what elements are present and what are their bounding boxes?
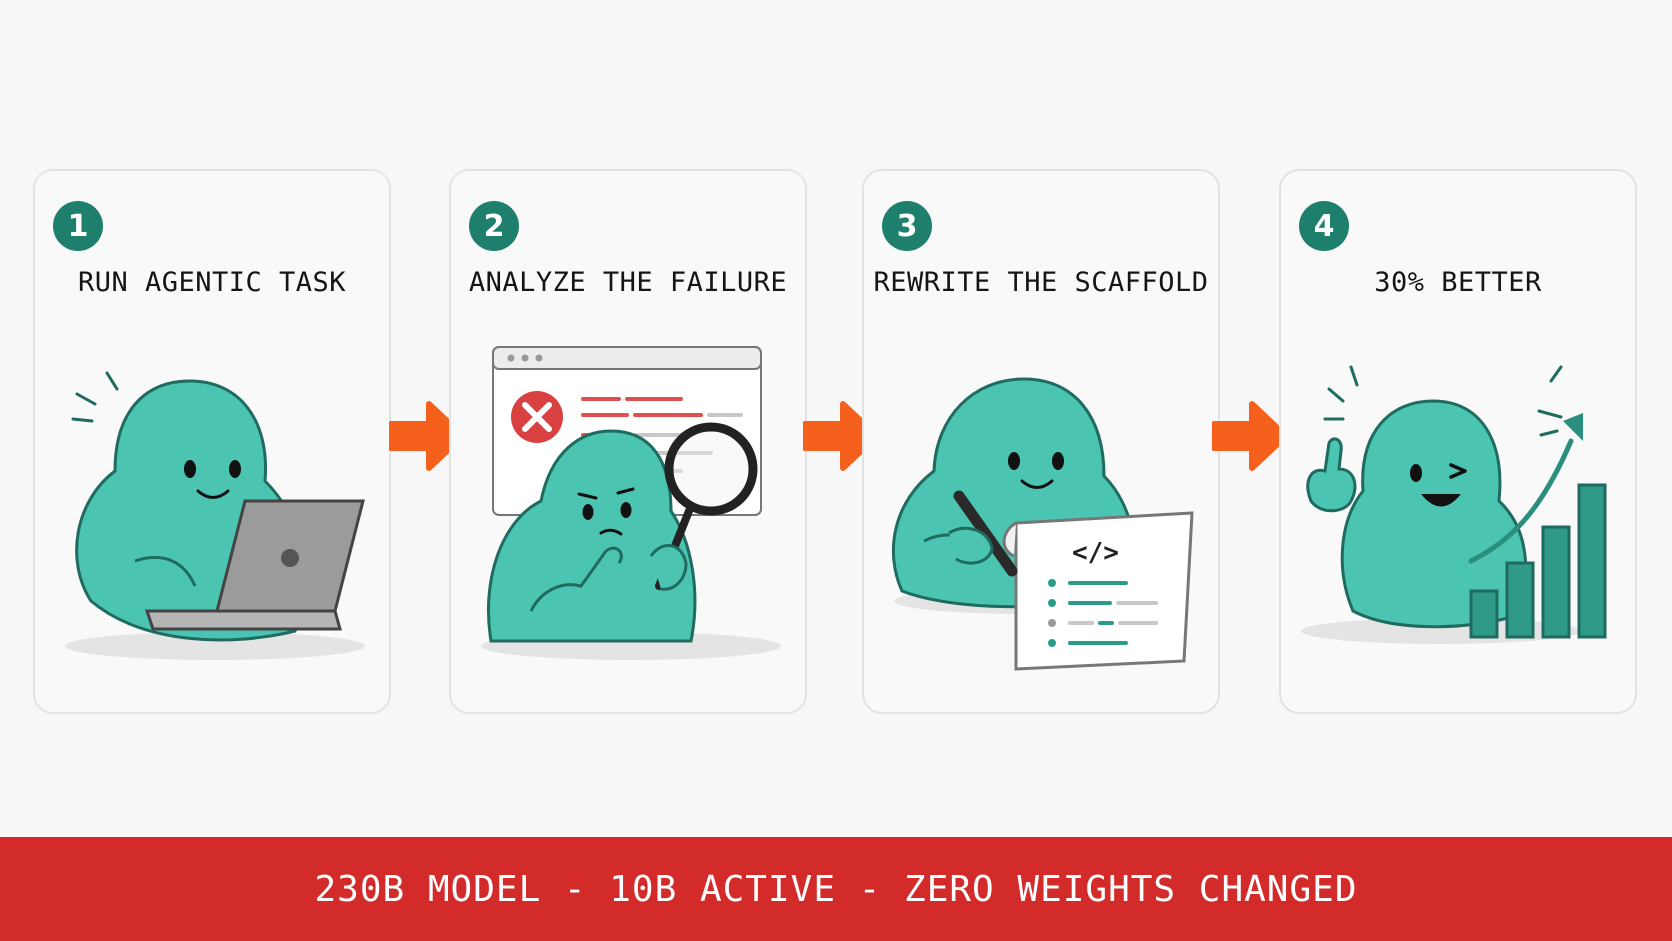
step-number-badge: 2 [469, 201, 519, 251]
arrow-right-icon [389, 401, 466, 471]
step-title: RUN AGENTIC TASK [77, 267, 347, 298]
arrow-right-icon [803, 401, 880, 471]
step-title: REWRITE THE SCAFFOLD [873, 267, 1209, 298]
step-card-2: 2 ANALYZE THE FAILURE [449, 169, 807, 714]
mascot-magnifier-illustration [481, 346, 781, 660]
step-title: ANALYZE THE FAILURE [468, 267, 788, 298]
step-number-badge: 3 [882, 201, 932, 251]
code-glyph: </> [1072, 538, 1119, 568]
mascot-laptop-illustration [65, 371, 365, 660]
footer-text: 230B MODEL - 10B ACTIVE - ZERO WEIGHTS C… [314, 868, 1358, 910]
step-card-4: 4 30% BETTER [1279, 169, 1637, 714]
step-number-badge: 1 [53, 201, 103, 251]
mascot-code-illustration: </> [891, 377, 1194, 671]
step-title: 30% BETTER [1374, 267, 1542, 298]
footer-banner: 230B MODEL - 10B ACTIVE - ZERO WEIGHTS C… [0, 837, 1672, 941]
step-number-badge: 4 [1299, 201, 1349, 251]
mascot-growth-chart-illustration [1301, 365, 1607, 644]
step-card-3: 3 REWRITE THE SCAFFOLD </> [862, 169, 1220, 714]
step-card-1: 1 RUN AGENTIC TASK [33, 169, 391, 714]
arrow-right-icon [1212, 401, 1289, 471]
